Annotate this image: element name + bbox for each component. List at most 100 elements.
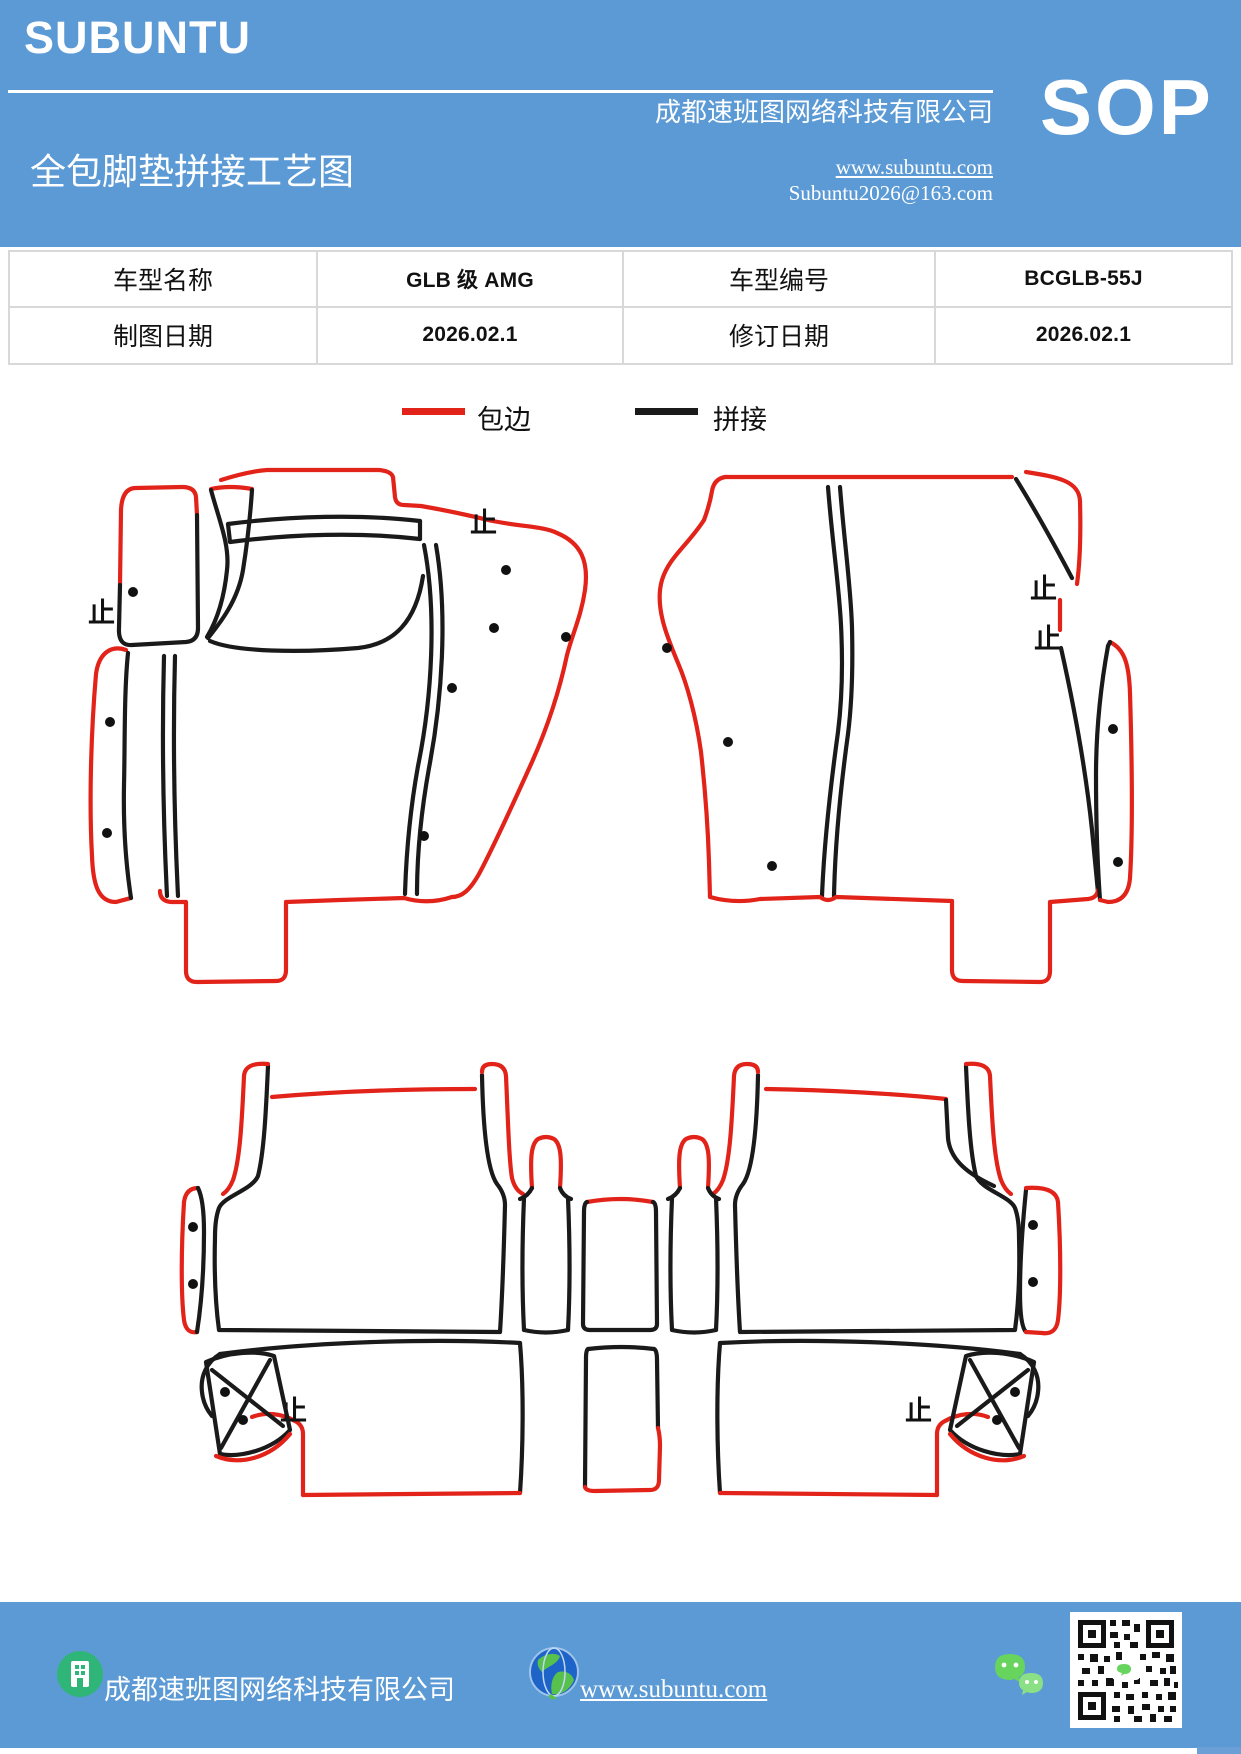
diagram-shape	[199, 1351, 223, 1419]
diagram-shape	[1170, 1666, 1176, 1674]
diagram-shape	[1168, 1692, 1176, 1700]
diagram-shape	[1105, 639, 1113, 649]
diagram-shape	[501, 565, 511, 575]
diagram-shape	[225, 514, 423, 527]
diagram-shape	[105, 717, 115, 727]
diagram-shape	[1130, 1642, 1138, 1648]
diagram-shape	[205, 487, 255, 641]
diagram-shape	[582, 1346, 591, 1490]
diagram-shape	[207, 573, 426, 653]
diagram-shape	[218, 1357, 273, 1451]
header-contact-block: 成都速班图网络科技有限公司 www.subuntu.com Subuntu202…	[560, 98, 993, 206]
diagram-shape	[1164, 1716, 1172, 1722]
diagram-shape	[1019, 1673, 1043, 1695]
diagram-shape	[1108, 724, 1118, 734]
diagram-shape	[1140, 1654, 1146, 1660]
diagram-shape	[947, 1431, 1027, 1463]
diagram-shape	[1146, 1666, 1152, 1672]
diagram-shape	[1017, 1351, 1041, 1419]
diagram-shape	[557, 1185, 574, 1202]
mat-pattern-diagram: 止 止	[88, 467, 1134, 1498]
diagram-shape	[81, 1671, 85, 1675]
diagram-shape	[1098, 1666, 1104, 1674]
corner-chip	[1197, 1747, 1241, 1754]
diagram-shape	[582, 1425, 663, 1494]
diagram-shape	[1092, 1680, 1098, 1686]
globe-icon	[529, 1647, 579, 1700]
diagram-shape	[565, 1195, 572, 1333]
stop-mark: 止	[1034, 624, 1061, 654]
footer-website-link[interactable]: www.subuntu.com	[580, 1676, 768, 1703]
diagram-shape	[992, 1415, 1002, 1425]
table-label-model-code: 车型编号	[624, 252, 936, 308]
diagram-shape	[963, 1061, 1014, 1197]
diagram-shape	[723, 737, 733, 747]
diagram-shape	[203, 1350, 293, 1457]
diagram-shape	[220, 1061, 271, 1197]
diagram-shape	[1104, 1656, 1110, 1662]
diagram-shape	[1114, 1642, 1120, 1648]
diagram-shape	[551, 1671, 574, 1695]
diagram-shape	[1122, 1620, 1130, 1626]
table-label-model-name: 车型名称	[10, 252, 318, 308]
diagram-shape	[705, 1185, 722, 1202]
diagram-shape	[1088, 1630, 1164, 1710]
diagram-shape	[1023, 469, 1083, 587]
diagram-shape	[1160, 1668, 1166, 1674]
diagram-shape	[1128, 1706, 1134, 1714]
diagram-shape	[717, 1338, 1023, 1357]
diagram-shape	[479, 1061, 526, 1197]
diagram-shape	[1158, 1706, 1164, 1712]
diagram-shape	[1156, 1630, 1164, 1638]
legend-swatch-edge	[402, 408, 465, 415]
diagram-shape	[418, 503, 588, 900]
diagram-shape	[75, 1671, 79, 1675]
diagram-shape	[402, 542, 434, 897]
diagram-shape	[657, 517, 713, 900]
diagram-shape	[677, 1134, 711, 1191]
diagram-shape	[1113, 857, 1123, 867]
qr-code	[1070, 1612, 1182, 1728]
diagram-shape	[669, 1327, 719, 1335]
diagram-shape	[585, 1344, 657, 1352]
vehicle-info-table: 车型名称 GLB 级 AMG 车型编号 BCGLB-55J 制图日期 2026.…	[8, 250, 1233, 365]
diagram-shape	[75, 1665, 79, 1669]
diagram-shape	[561, 632, 571, 642]
diagram-shape	[121, 650, 134, 901]
diagram-shape	[1150, 1714, 1156, 1722]
diagram-shape	[1110, 1620, 1116, 1626]
diagram-shape	[1097, 639, 1134, 905]
diagram-shape	[204, 487, 230, 640]
diagram-shape	[1013, 1662, 1019, 1668]
diagram-shape	[414, 542, 445, 897]
diagram-shape	[1142, 1704, 1150, 1710]
diagram-shape	[77, 1678, 83, 1687]
header-website-link[interactable]: www.subuntu.com	[835, 155, 993, 179]
diagram-shape	[1001, 1662, 1007, 1668]
diagram-shape	[81, 1665, 85, 1669]
legend-swatch-seam	[635, 408, 698, 415]
diagram-shape	[707, 887, 1101, 985]
diagram-shape	[819, 484, 845, 899]
diagram-shape	[580, 1199, 660, 1333]
diagram-shape	[1122, 1682, 1128, 1688]
diagram-shape	[1134, 1678, 1140, 1684]
diagram-shape	[447, 683, 457, 693]
diagram-shape	[218, 467, 424, 509]
diagram-shape	[1134, 1624, 1140, 1632]
diagram-shape	[1112, 1706, 1120, 1712]
diagram-shape	[1082, 1668, 1090, 1674]
diagram-shape	[208, 484, 255, 492]
diagram-shape	[584, 1196, 656, 1205]
diagram-shape	[194, 1185, 207, 1335]
legend-label-seam: 拼接	[713, 405, 767, 435]
diagram-shape	[710, 1061, 761, 1197]
table-label-revise-date: 修订日期	[624, 307, 936, 363]
diagram-shape	[116, 512, 201, 648]
diagram-shape	[227, 532, 423, 545]
diagram-shape	[668, 1195, 675, 1333]
diagram-shape	[1013, 476, 1075, 581]
rear-mats-drawing: 止 止	[179, 1061, 1063, 1498]
diagram-shape	[1114, 1716, 1120, 1722]
diagram-shape	[1166, 1654, 1174, 1662]
